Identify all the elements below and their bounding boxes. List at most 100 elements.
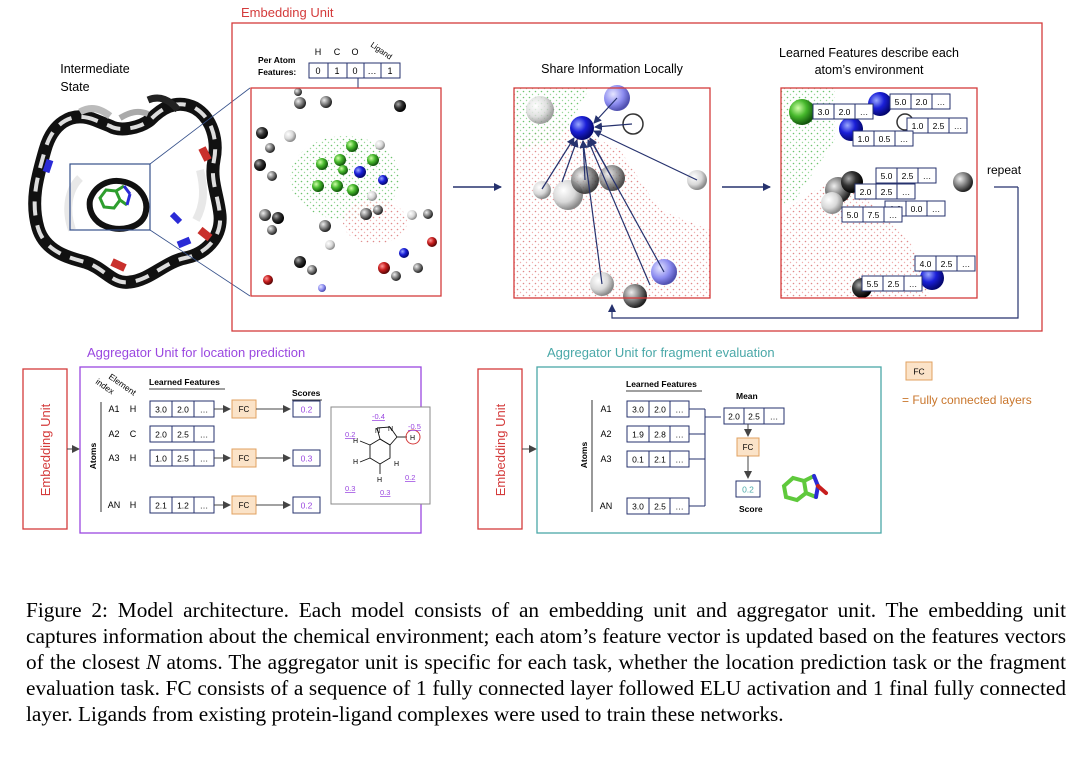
fragment-fc-label: FC [743,443,754,452]
row-element: C [130,429,137,439]
repeat-label: repeat [987,163,1022,177]
svg-text:1: 1 [387,66,392,76]
feature-value: 3.0 [818,107,830,117]
feature-value: … [889,210,898,220]
feature-value: … [200,430,209,440]
zoom-connector-top [149,87,251,165]
molecule-atom-h-upper-left: H [353,438,358,445]
row-index: A2 [108,429,119,439]
legend-fc-label: FC [913,367,924,377]
feature-value: 1.2 [177,501,189,511]
feature-value: … [962,259,971,269]
feature-header-h: H [315,47,322,57]
col-learned-features: Learned Features [149,377,220,387]
feature-value: … [937,97,946,107]
row-index: A1 [108,404,119,414]
frag-col-learned-features: Learned Features [626,379,697,389]
molecule-score-oh: -0.5 [408,422,421,431]
intermediate-state-label: Intermediate [60,62,130,76]
mean-vector: 2.0 2.5 … [723,407,785,425]
feature-value: 2.5 [881,187,893,197]
feature-value: 5.0 [881,171,893,181]
molecule-atom-h-right: H [410,435,415,442]
feature-value: 2.1 [654,455,666,465]
embedding-unit-frame [231,22,1043,332]
molecule-score-lower-left: 0.3 [345,484,355,493]
fc-label: FC [239,454,250,463]
svg-text:0: 0 [315,66,320,76]
molecule-atom-h-lower-left: H [353,459,358,466]
legend-fc-text: = Fully connected layers [902,393,1032,407]
mean-label: Mean [736,391,758,401]
feature-value: … [909,279,918,289]
feature-value: … [902,187,911,197]
feature-value: 1.0 [155,454,167,464]
feature-value: 1.9 [632,430,644,440]
molecule-atom-h-bottom: H [377,477,382,484]
feature-value: 7.5 [868,210,880,220]
molecule-atom-h-lower-right: H [394,461,399,468]
architecture-figure: Intermediate State Embedding Unit Per At… [22,5,1043,534]
agg-fragment-title: Aggregator Unit for fragment evaluation [547,345,775,360]
molecule-atom-n1: N [375,428,380,435]
agg-fragment-embedding-label: Embedding Unit [493,403,508,496]
feature-value: … [675,502,684,512]
protein-surface-image [28,94,227,289]
score-value: 0.2 [301,501,313,511]
feature-value: … [200,454,209,464]
row-element: H [130,453,137,463]
feature-value: 2.5 [888,279,900,289]
row-index: A1 [600,404,611,414]
zoom-connector-bottom [149,229,251,297]
svg-text:…: … [368,66,377,76]
caption-part-2: atoms. The aggregator unit is specific f… [26,650,1066,726]
feature-value: 5.0 [847,210,859,220]
feature-value: … [900,134,909,144]
fragment-score-label: Score [739,504,763,514]
feature-value: 2.1 [155,501,167,511]
feature-value: 3.0 [632,502,644,512]
feature-value: 0.0 [911,204,923,214]
feature-value: 2.0 [839,107,851,117]
molecule-score-bottom: 0.3 [380,488,390,497]
feature-value: … [675,405,684,415]
row-index: A3 [600,454,611,464]
atoms-label-location: Atoms [88,443,98,470]
per-atom-feature-vector: 0 1 0 … 1 [308,62,401,79]
svg-text:0: 0 [352,66,357,76]
fragment-molecule-image [781,474,828,503]
intermediate-state-label-2: State [60,80,89,94]
caption-n: N [146,650,161,674]
agg-location-embedding-label: Embedding Unit [38,403,53,496]
svg-text:1: 1 [334,66,339,76]
fc-label: FC [239,405,250,414]
fc-label: FC [239,501,250,510]
learned-feature-vector: 5.0 7.5 … [841,206,903,223]
feature-value: 1.0 [858,134,870,144]
fragment-score-box [735,480,761,498]
feature-header-ligand: Ligand [369,40,394,61]
feature-value: … [932,204,941,214]
feature-value: … [923,171,932,181]
feature-value: 3.0 [632,405,644,415]
per-atom-label-2: Features: [258,67,296,77]
feature-value: 2.0 [916,97,928,107]
atoms-panel-input [250,87,442,297]
feature-header-c: C [334,47,341,57]
atoms-panel-share [513,85,711,308]
feature-value: 0.1 [632,455,644,465]
score-box [292,449,321,467]
molecule-score-upper-left: 0.2 [345,430,355,439]
svg-text:2.5: 2.5 [748,412,760,422]
score-value: 0.2 [301,405,313,415]
row-index: A2 [600,429,611,439]
